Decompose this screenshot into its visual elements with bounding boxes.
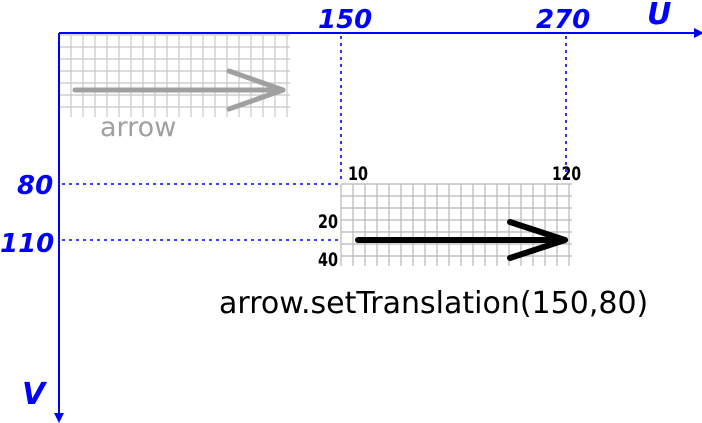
grid-y-tick-40: 40	[318, 249, 338, 271]
v-tick-110: 110	[0, 229, 54, 259]
v-tick-80: 80	[17, 171, 53, 201]
u-axis-label: U	[647, 0, 671, 32]
code-caption: arrow.setTranslation(150,80)	[219, 286, 648, 321]
translated-arrow	[355, 219, 568, 261]
grid-x-tick-120: 120	[552, 163, 581, 185]
u-tick-270: 270	[536, 5, 590, 35]
original-arrow-label: arrow	[100, 112, 176, 143]
translated-grid	[340, 183, 572, 266]
original-arrow	[72, 68, 286, 112]
v-axis-label: V	[22, 377, 48, 412]
grid-y-tick-20: 20	[318, 211, 338, 233]
guide-lines	[62, 36, 567, 241]
u-tick-150: 150	[318, 5, 372, 35]
grid-x-tick-10: 10	[348, 163, 368, 185]
original-grid	[58, 34, 290, 117]
